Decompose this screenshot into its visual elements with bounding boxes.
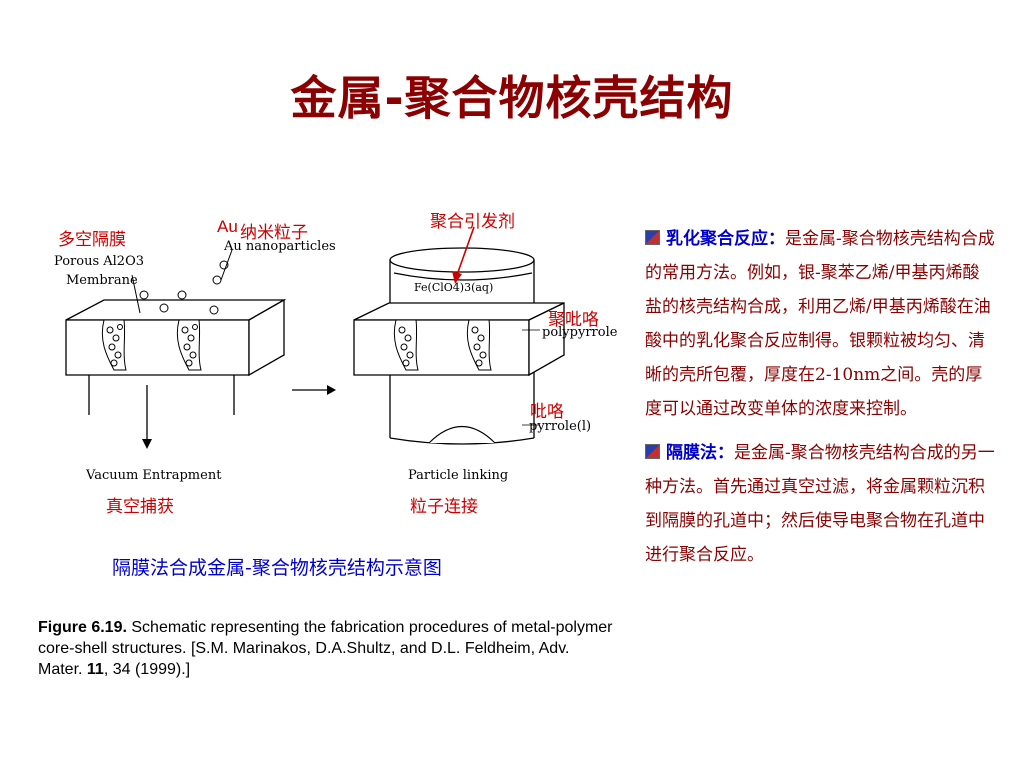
en-porous-1: Porous Al2O3 [54,254,144,269]
paragraph-membrane: 隔膜法：是金属-聚合物核壳结构合成的另一种方法。首先通过真空过滤，将金属颗粒沉积… [645,436,995,572]
right-pores [393,319,492,371]
en-au: Au nanoparticles [223,239,336,254]
body-membrane: 是金属-聚合物核壳结构合成的另一种方法。首先通过真空过滤，将金属颗粒沉积到隔膜的… [645,443,995,565]
en-linking: Particle linking [408,468,508,483]
left-membrane-block [65,298,287,377]
en-porous-2: Membrane [66,273,138,288]
bullet-icon [645,230,660,245]
paragraph-emulsion: 乳化聚合反应：是金属-聚合物核壳结构合成的常用方法。例如，银-聚苯乙烯/甲基丙烯… [645,222,995,426]
en-pyrrole: pyrrole(l) [529,419,591,434]
label-initiator: 聚合引发剂 [430,212,515,232]
schematic-figure: Porous Al2O3 Membrane Au nanoparticles F… [44,205,626,490]
right-membrane-block [353,301,565,377]
label-pyrrole: 吡咯 [530,402,564,422]
label-vacuum-trap: 真空捕获 [106,497,174,517]
label-au-prefix: Au [217,217,238,236]
falling-particles [139,260,229,315]
heading-emulsion: 乳化聚合反应： [666,229,785,249]
figure-caption: Figure 6.19. Schematic representing the … [38,617,618,680]
en-fe: Fe(ClO4)3(aq) [414,281,493,294]
heading-membrane: 隔膜法： [666,443,734,463]
label-polypyrrole: 聚吡咯 [548,310,599,330]
en-vacuum: Vacuum Entrapment [85,468,222,483]
figure-number: Figure 6.19. [38,619,127,636]
label-nanoparticles: 纳米粒子 [240,223,308,243]
left-pores [101,319,202,371]
label-particle-linking: 粒子连接 [410,497,478,517]
caption-volume: 11 [86,661,104,678]
bullet-icon [645,444,660,459]
caption-text-1: Schematic representing the fabrication p… [38,619,613,678]
figure-caption-chinese: 隔膜法合成金属-聚合物核壳结构示意图 [112,557,442,579]
right-text-panel: 乳化聚合反应：是金属-聚合物核壳结构合成的常用方法。例如，银-聚苯乙烯/甲基丙烯… [645,222,995,582]
label-porous-membrane: 多空隔膜 [58,230,126,250]
page-title: 金属-聚合物核壳结构 [290,71,734,125]
en-polypyrrole: polypyrrole [542,325,618,340]
caption-text-2: , 34 (1999).] [103,661,191,678]
body-emulsion: 是金属-聚合物核壳结构合成的常用方法。例如，银-聚苯乙烯/甲基丙烯酸盐的核壳结构… [645,229,995,419]
